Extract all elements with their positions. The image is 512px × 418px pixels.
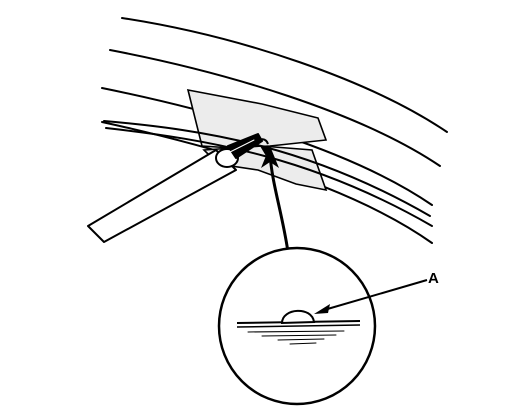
detail-pointer-arrow	[261, 146, 290, 254]
detail-shading	[247, 330, 345, 345]
detail-bead	[280, 309, 316, 325]
callout-a: A	[314, 270, 439, 314]
trim-moulding	[103, 120, 433, 227]
panel-line-2	[109, 49, 441, 167]
callout-label: A	[428, 270, 439, 287]
pry-tool-shaft	[87, 149, 237, 243]
clip-notch	[255, 138, 269, 145]
panel-line-1	[121, 17, 448, 133]
callout-arrowhead	[314, 304, 330, 314]
detail-pointer-arrowhead	[261, 146, 279, 168]
magnified-detail	[217, 246, 377, 406]
callout-leader-line	[323, 279, 428, 311]
pry-tool	[87, 133, 263, 243]
tape-upper-piece	[186, 88, 328, 149]
clip-shadow	[260, 146, 270, 156]
detail-surface-bottom	[236, 324, 361, 328]
pry-tool-highlight	[229, 139, 255, 153]
trim-edge-bottom	[105, 127, 433, 227]
detail-pointer-line	[268, 152, 290, 254]
trim-edge-top	[103, 120, 431, 217]
clip-location	[255, 138, 270, 156]
